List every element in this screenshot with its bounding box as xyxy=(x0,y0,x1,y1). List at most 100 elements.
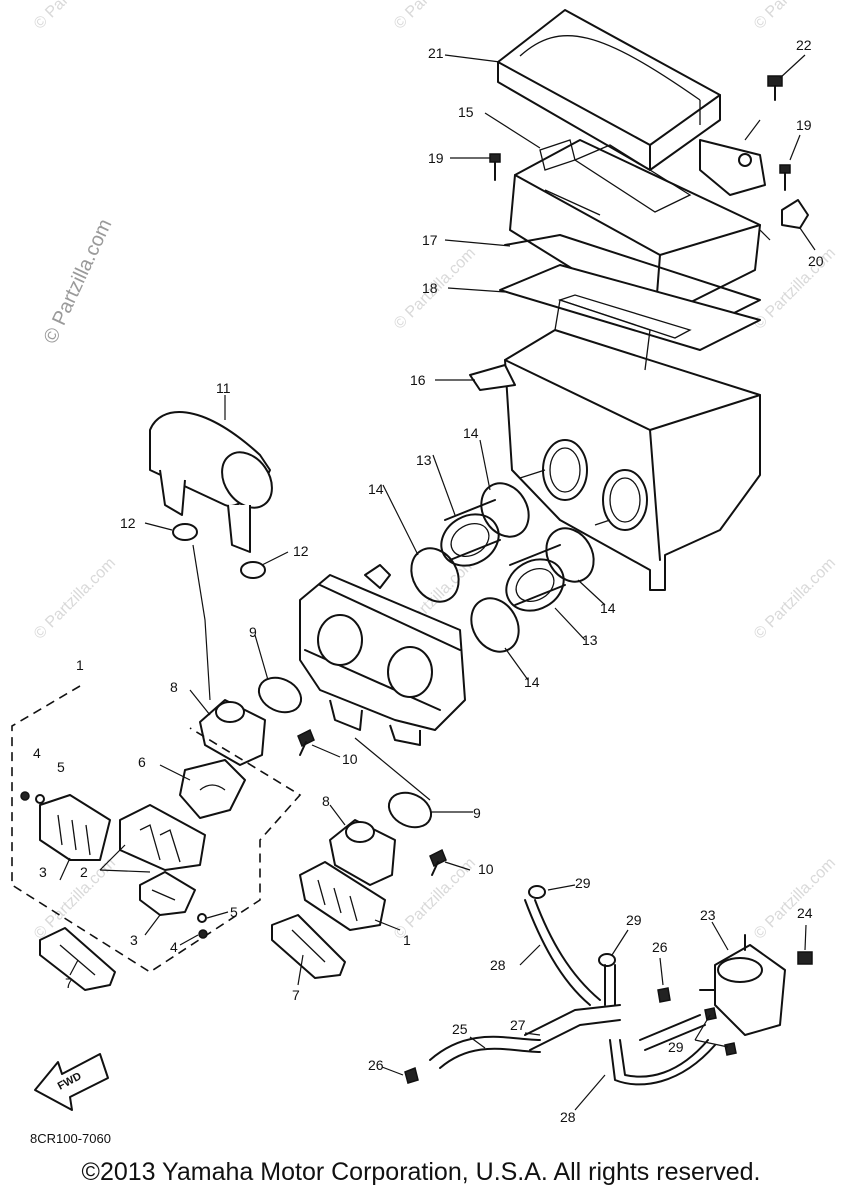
callout-11: 11 xyxy=(216,380,231,396)
callout-20: 20 xyxy=(808,253,824,269)
callout-28: 28 xyxy=(490,957,506,973)
callout-29: 29 xyxy=(575,875,591,891)
callout-7: 7 xyxy=(65,975,73,991)
callout-2: 2 xyxy=(80,864,88,880)
watermark-faint: © Partzilla.com xyxy=(31,555,119,643)
callout-8: 8 xyxy=(170,679,178,695)
callout-26: 26 xyxy=(368,1057,384,1073)
part-4-screw-upper xyxy=(20,791,30,801)
part-16-airbox-lower xyxy=(469,299,761,591)
watermark-faint: © Partzilla.com xyxy=(391,0,479,33)
part-27-hose xyxy=(524,1004,621,1051)
partzilla-watermark: © Partzilla.com xyxy=(40,216,117,347)
callout-17: 17 xyxy=(422,232,438,248)
callout-10: 10 xyxy=(342,751,358,767)
watermark-faint: © Partzilla.com xyxy=(751,555,839,643)
part-29-clip-b xyxy=(598,953,616,967)
callout-3: 3 xyxy=(130,932,138,948)
part-3-reed-plate-lower xyxy=(139,871,196,916)
copyright-notice: ©2013 Yamaha Motor Corporation, U.S.A. A… xyxy=(81,1158,761,1186)
callout-14: 14 xyxy=(463,425,479,441)
part-5-washer-upper xyxy=(35,794,45,804)
callout-26: 26 xyxy=(652,939,668,955)
callout-3: 3 xyxy=(39,864,47,880)
part-14-clamp-c xyxy=(545,527,595,583)
callout-21: 21 xyxy=(428,45,444,61)
callout-13: 13 xyxy=(582,632,598,648)
part-9-clamp-upper xyxy=(257,676,303,714)
callout-22: 22 xyxy=(796,37,812,53)
watermark-faint: © Partzilla.com xyxy=(751,0,839,33)
part-4-screw-lower xyxy=(198,929,208,939)
callout-28: 28 xyxy=(560,1109,576,1125)
part-14-clamp-a xyxy=(410,547,460,603)
part-6-spacer xyxy=(179,759,246,819)
part-14-clamp-d xyxy=(470,597,520,653)
part-2-reed-valve xyxy=(119,804,206,871)
callout-labels: 21 22 15 19 19 20 17 18 16 11 12 12 14 1… xyxy=(33,37,824,1125)
part-22-bolt xyxy=(767,75,783,101)
part-9-clamp-lower xyxy=(387,791,433,829)
callout-16: 16 xyxy=(410,372,426,388)
callout-29: 29 xyxy=(668,1039,684,1055)
callout-1: 1 xyxy=(403,932,411,948)
part-28-hose-upper xyxy=(524,899,601,1006)
callout-18: 18 xyxy=(422,280,438,296)
callout-7: 7 xyxy=(292,987,300,1003)
part-26-clip-upper xyxy=(657,987,671,1003)
callout-4: 4 xyxy=(33,745,41,761)
callout-9: 9 xyxy=(473,805,481,821)
part-28-hose-lower xyxy=(609,1039,716,1086)
callout-4: 4 xyxy=(170,939,178,955)
part-11-silencer xyxy=(149,411,273,553)
callout-12: 12 xyxy=(293,543,309,559)
part-1-reed-block xyxy=(299,861,386,931)
callout-19: 19 xyxy=(428,150,444,166)
callout-9: 9 xyxy=(249,624,257,640)
part-25-hose xyxy=(429,1035,541,1069)
part-12-ring-b xyxy=(240,561,266,579)
fwd-arrow-icon: FWD xyxy=(34,1053,109,1111)
callout-14: 14 xyxy=(600,600,616,616)
callout-5: 5 xyxy=(57,759,65,775)
part-10-bolt-lower xyxy=(429,848,447,876)
part-19-bolt-right xyxy=(779,164,791,191)
part-23-fuel-pump xyxy=(699,934,786,1036)
callout-24: 24 xyxy=(797,905,813,921)
part-15-airbox-upper xyxy=(509,139,766,321)
carburetor-assembly xyxy=(299,564,466,746)
callout-13: 13 xyxy=(416,452,432,468)
callout-14: 14 xyxy=(368,481,384,497)
part-7-gasket-right xyxy=(271,914,346,979)
callout-15: 15 xyxy=(458,104,474,120)
callout-14: 14 xyxy=(524,674,540,690)
callout-10: 10 xyxy=(478,861,494,877)
part-5-washer-lower xyxy=(197,913,207,923)
hose-branch xyxy=(604,964,706,1051)
leader-lines xyxy=(59,54,816,1111)
callout-5: 5 xyxy=(230,904,238,920)
diagram-code: 8CR100-7060 xyxy=(30,1131,111,1146)
part-7-gasket-left xyxy=(39,927,116,991)
part-10-bolt-upper xyxy=(297,728,315,756)
part-13-joint-upper xyxy=(440,499,501,567)
part-26-clip-lower xyxy=(404,1066,419,1084)
part-13-joint-lower xyxy=(505,544,566,612)
callout-25: 25 xyxy=(452,1021,468,1037)
watermark-faint: © Partzilla.com xyxy=(751,245,839,333)
part-14-clamp-b xyxy=(480,482,530,538)
callout-8: 8 xyxy=(322,793,330,809)
callout-19: 19 xyxy=(796,117,812,133)
part-29-clip-a xyxy=(528,885,546,899)
part-8-manifold-upper xyxy=(199,699,266,766)
part-8-manifold-lower xyxy=(329,819,396,886)
callout-12: 12 xyxy=(120,515,136,531)
callout-23: 23 xyxy=(700,907,716,923)
part-12-ring-a xyxy=(172,523,198,541)
callout-29: 29 xyxy=(626,912,642,928)
part-3-reed-plate-upper xyxy=(39,794,111,861)
callout-6: 6 xyxy=(138,754,146,770)
callout-1: 1 xyxy=(76,657,84,673)
part-19-bolt-left xyxy=(489,153,501,181)
